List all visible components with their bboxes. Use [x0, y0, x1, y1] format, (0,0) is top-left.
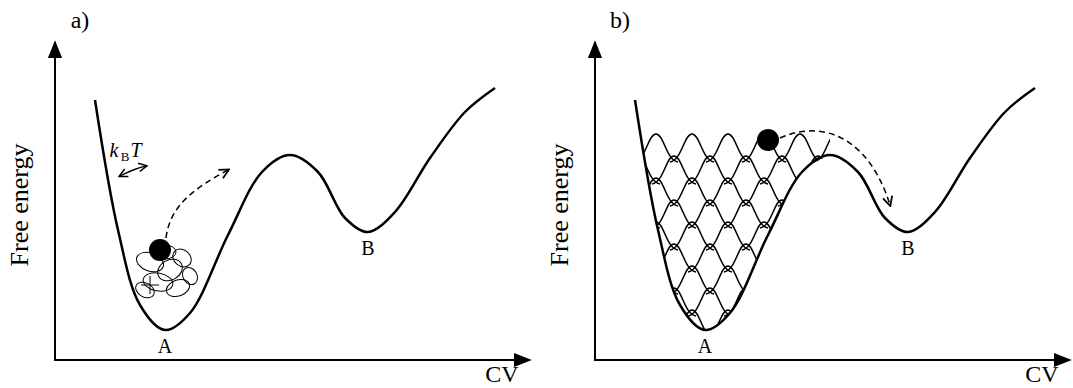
- escape-arrow: [780, 131, 890, 205]
- state-label: A: [158, 336, 172, 356]
- axis-title: CV: [485, 362, 518, 386]
- free-energy-curve: [95, 88, 495, 330]
- axis-title: Free energy: [7, 144, 33, 267]
- panel-label: b): [610, 8, 630, 32]
- y-axis: [54, 42, 56, 360]
- attempt-arrow: [166, 170, 228, 238]
- subscript-text: B: [121, 150, 130, 163]
- fluctuation-arrow: [120, 166, 146, 176]
- panel-b: [594, 42, 1070, 360]
- state-label: A: [698, 336, 712, 356]
- state-label: B: [361, 238, 374, 258]
- state-label: B: [901, 238, 914, 258]
- system-ball: [149, 239, 171, 261]
- y-axis: [594, 42, 596, 360]
- system-ball: [757, 129, 779, 151]
- axis-title: Free energy: [547, 144, 573, 267]
- free-energy-curve: [635, 88, 1035, 330]
- panel-label: a): [71, 8, 90, 32]
- axis-title: CV: [1025, 362, 1058, 386]
- gaussian-bias-stack: [598, 134, 876, 338]
- x-axis: [54, 359, 530, 361]
- panel-a: [54, 42, 530, 360]
- symbol-text: k: [110, 140, 119, 160]
- symbol-text: T: [130, 140, 141, 160]
- x-axis: [594, 359, 1070, 361]
